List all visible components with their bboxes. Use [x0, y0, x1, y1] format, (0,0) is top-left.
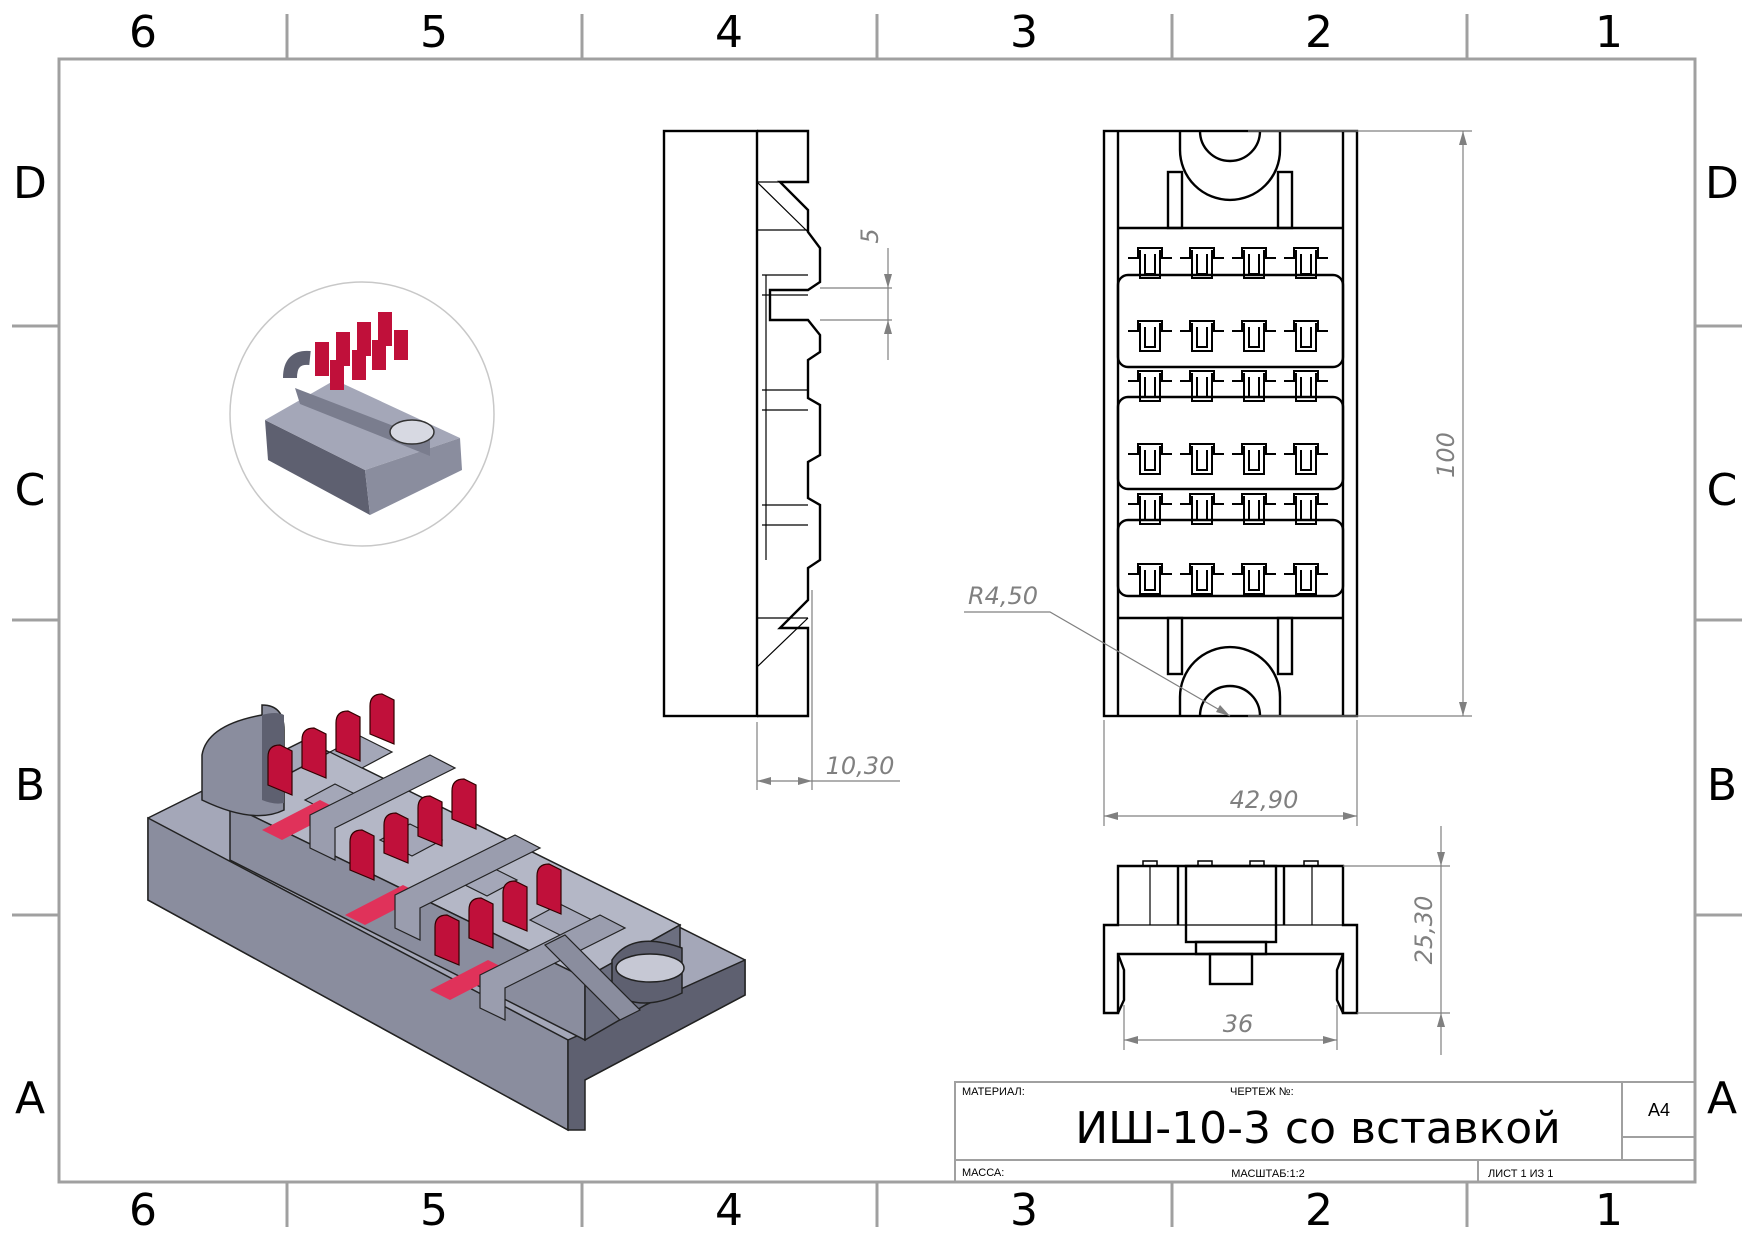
- contact-slot: [1180, 320, 1224, 352]
- title-material-label: МАТЕРИАЛ:: [962, 1086, 1025, 1098]
- zone-row-left-A: A: [15, 1073, 45, 1124]
- zone-col-top-2: 2: [1305, 7, 1333, 58]
- contact-slot: [1284, 493, 1328, 525]
- contact-slot: [1128, 563, 1172, 595]
- zone-ticks: [12, 14, 1742, 1227]
- dim-r4-50: [964, 611, 1231, 717]
- contact-slot: [1232, 493, 1276, 525]
- dim-10-30: [756, 590, 900, 790]
- zone-col-bottom-5: 5: [420, 1185, 448, 1236]
- contact-slot: [1284, 563, 1328, 595]
- dim-42-90-label: 42,90: [1230, 786, 1299, 814]
- zone-col-bottom-2: 2: [1305, 1185, 1333, 1236]
- contact-slot: [1180, 563, 1224, 595]
- dim-100: [1248, 130, 1472, 717]
- zone-col-bottom-6: 6: [129, 1185, 157, 1236]
- dim-100-label: 100: [1432, 432, 1460, 478]
- insert-contacts: [267, 693, 562, 966]
- zone-col-bottom-1: 1: [1595, 1185, 1623, 1236]
- zone-col-top-3: 3: [1010, 7, 1038, 58]
- contact-slot: [1180, 443, 1224, 475]
- dim-r4-50-label: R4,50: [968, 582, 1038, 610]
- contact-slot: [1128, 370, 1172, 402]
- zone-row-left-D: D: [13, 158, 47, 209]
- dim-36-label: 36: [1223, 1010, 1254, 1038]
- zone-col-bottom-4: 4: [715, 1185, 743, 1236]
- contact-slot: [1128, 493, 1172, 525]
- dim-10-30-label: 10,30: [826, 752, 895, 780]
- contact-slot: [1180, 370, 1224, 402]
- detail-isometric-large: [147, 693, 746, 1132]
- contact-slot: [1232, 563, 1276, 595]
- zone-col-top-5: 5: [420, 7, 448, 58]
- title-scale: МАСШТАБ:1:2: [1231, 1168, 1305, 1180]
- dim-36: [1123, 1005, 1338, 1050]
- view-top: [1102, 129, 1359, 718]
- zone-row-right-A: A: [1707, 1073, 1737, 1124]
- detail-isometric-small: [229, 281, 495, 547]
- zone-row-right-C: C: [1707, 465, 1738, 516]
- contact-slot: [1180, 247, 1224, 279]
- zone-col-top-4: 4: [715, 7, 743, 58]
- contact-slot: [1232, 320, 1276, 352]
- dim-5-label: 5: [856, 228, 884, 243]
- zone-col-bottom-3: 3: [1010, 1185, 1038, 1236]
- title-format: A4: [1648, 1100, 1670, 1120]
- contact-slot: [1232, 247, 1276, 279]
- contact-slot: [1284, 247, 1328, 279]
- dim-25-30-label: 25,30: [1410, 896, 1438, 965]
- contact-slot: [1232, 370, 1276, 402]
- contact-slot: [1232, 443, 1276, 475]
- dim-5: [820, 248, 892, 360]
- title-drawing-no-label: ЧЕРТЕЖ №:: [1230, 1086, 1294, 1098]
- view-side: [662, 129, 822, 718]
- title-main: ИШ-10-3 со вставкой: [1075, 1103, 1561, 1154]
- contact-slot: [1180, 493, 1224, 525]
- view-end: [1102, 860, 1359, 1015]
- zone-col-top-6: 6: [129, 7, 157, 58]
- zone-row-left-C: C: [15, 465, 46, 516]
- zone-row-right-B: B: [1707, 760, 1737, 811]
- contact-slot: [1128, 320, 1172, 352]
- dim-25-30: [1343, 826, 1450, 1055]
- dim-42-90: [1103, 720, 1358, 826]
- zone-row-right-D: D: [1705, 158, 1739, 209]
- title-block: [954, 1081, 1696, 1183]
- zone-row-left-B: B: [15, 760, 45, 811]
- contact-slot: [1284, 370, 1328, 402]
- top-contacts: [1128, 247, 1328, 595]
- contact-slot: [1128, 247, 1172, 279]
- contact-slot: [1284, 443, 1328, 475]
- contact-slot: [1284, 320, 1328, 352]
- title-sheet: ЛИСТ 1 ИЗ 1: [1488, 1168, 1553, 1180]
- title-mass-label: МАССА:: [962, 1167, 1004, 1179]
- zone-col-top-1: 1: [1595, 7, 1623, 58]
- contact-slot: [1128, 443, 1172, 475]
